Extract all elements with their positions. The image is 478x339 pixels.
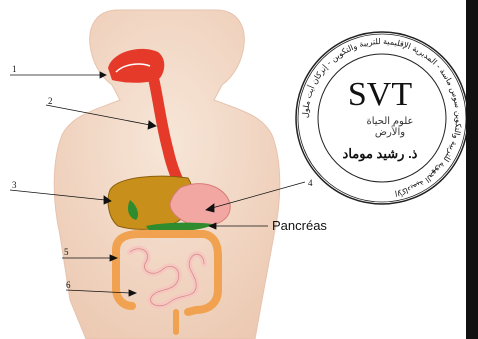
label-4: 4	[308, 178, 313, 188]
label-3: 3	[12, 180, 17, 190]
pancreas-label: Pancréas	[272, 218, 327, 233]
stamp-author: ذ. رشيد موماد	[340, 146, 420, 162]
label-2: 2	[48, 96, 53, 106]
label-6: 6	[66, 280, 71, 290]
frame-edge	[466, 0, 478, 339]
label-1: 1	[12, 64, 17, 74]
stamp-main-text: SVT	[345, 78, 415, 112]
stamp-subtitle: علوم الحياة والأرض	[360, 116, 420, 138]
label-5: 5	[64, 247, 69, 257]
